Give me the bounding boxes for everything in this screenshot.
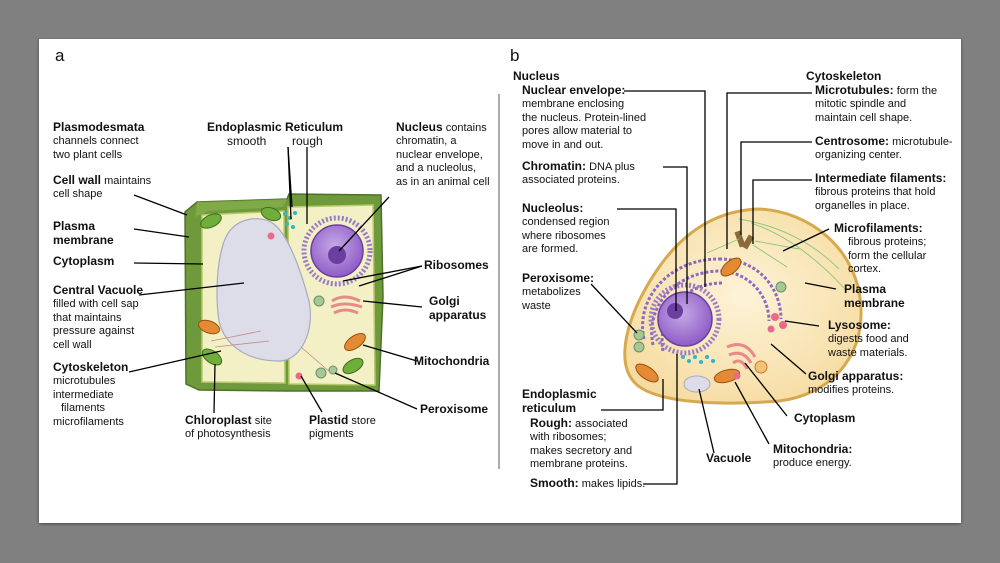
label-mitochondria-b: Mitochondria: produce energy.: [773, 442, 853, 470]
animal-golgi: [726, 343, 757, 370]
animal-callout-lines: [590, 90, 837, 485]
label-central-vacuole: Central Vacuole filled with cell sap tha…: [53, 283, 144, 351]
plastid-a: [313, 295, 325, 307]
label-plasma-membrane: Plasma membrane: [53, 219, 114, 248]
plastid-c: [328, 365, 338, 375]
animal-cell: [623, 207, 863, 405]
label-vacuole: Vacuole: [706, 451, 752, 465]
plant-peroxisome-b: [295, 372, 303, 380]
plant-peroxisome-a: [267, 232, 275, 240]
label-nuclear-envelope: Nuclear envelope: membrane enclosing the…: [522, 83, 647, 151]
plant-nucleus: [301, 215, 373, 287]
label-rough-er: Rough: associated with ribosomes; makes …: [530, 416, 633, 471]
figure-card: a Plasmodesmata channels connect two pla…: [39, 39, 961, 523]
label-lysosome: Lysosome: digests food and waste materia…: [828, 318, 909, 359]
lysosomes: [733, 313, 787, 380]
label-ribosomes: Ribosomes: [424, 258, 489, 272]
label-peroxisome-b: Peroxisome: metabolizes waste: [522, 271, 595, 312]
label-cytoskeleton-b: Cytoskeleton: [806, 69, 882, 83]
label-nucleus-a: Nucleus contains chromatin, a nuclear en…: [396, 120, 490, 188]
plant-smooth-er: [283, 211, 297, 229]
label-chloroplast: Chloroplast site of photosynthesis: [185, 413, 272, 441]
label-cytoplasm: Cytoplasm: [53, 254, 115, 268]
plant-callout-lines: [128, 146, 423, 414]
label-plasma-membrane-b: Plasma membrane: [844, 282, 905, 311]
label-endoplasmic-reticulum: Endoplasmic Reticulum: [207, 120, 344, 134]
label-golgi-b: Golgi apparatus: modifies proteins.: [808, 369, 904, 397]
label-golgi-a: Golgi apparatus: [429, 294, 487, 323]
label-nucleus-b: Nucleus: [513, 69, 560, 83]
label-nucleolus: Nucleolus: condensed region where riboso…: [522, 201, 610, 256]
plastid-b: [315, 367, 327, 379]
chloroplasts: [200, 206, 364, 375]
label-plasmodesmata: Plasmodesmata channels connect two plant…: [53, 120, 145, 161]
label-microtubules: Microtubules: form the mitotic spindle a…: [815, 83, 938, 124]
animal-cytoskeleton: [706, 218, 846, 290]
label-mitochondria-a: Mitochondria: [414, 354, 490, 368]
plant-cell: [184, 193, 384, 392]
cell-diagram-figure: [128, 90, 863, 485]
animal-mitochondria: [635, 257, 742, 384]
label-er-smooth: smooth: [227, 134, 267, 148]
label-plastid: Plastid store pigments: [309, 413, 376, 441]
panel-a-letter: a: [55, 46, 65, 65]
label-er-rough: rough: [292, 134, 323, 148]
label-intermediate-filaments: Intermediate filaments: fibrous proteins…: [815, 171, 947, 212]
label-cell-wall: Cell wall maintains cell shape: [53, 173, 152, 201]
label-microfilaments: Microfilaments: fibrous proteins; form t…: [834, 221, 927, 276]
animal-peroxisome-b: [633, 341, 645, 353]
animal-plasma-membrane: [623, 207, 863, 405]
label-smooth-er: Smooth: makes lipids.: [530, 476, 646, 490]
animal-vacuole: [683, 375, 711, 393]
label-centrosome: Centrosome: microtubule- organizing cent…: [815, 134, 953, 162]
animal-smooth-er: [681, 355, 715, 364]
plant-mitochondria: [197, 319, 366, 351]
animal-nucleus: [648, 282, 722, 356]
centrosome: [734, 230, 755, 250]
panel-b-letter: b: [510, 46, 520, 65]
label-peroxisome-a: Peroxisome: [420, 402, 489, 416]
plant-golgi: [330, 295, 363, 315]
label-cytoplasm-b: Cytoplasm: [794, 411, 856, 425]
plant-cytoskeleton: [210, 330, 332, 374]
label-cytoskeleton: Cytoskeleton microtubules intermediate f…: [53, 360, 129, 428]
label-er-b: Endoplasmic reticulum: [522, 387, 597, 416]
animal-peroxisome-c: [775, 281, 787, 293]
central-vacuole: [216, 218, 311, 362]
label-chromatin: Chromatin: DNA plus associated proteins.: [522, 159, 635, 187]
animal-golgi-vesicle: [754, 360, 768, 374]
